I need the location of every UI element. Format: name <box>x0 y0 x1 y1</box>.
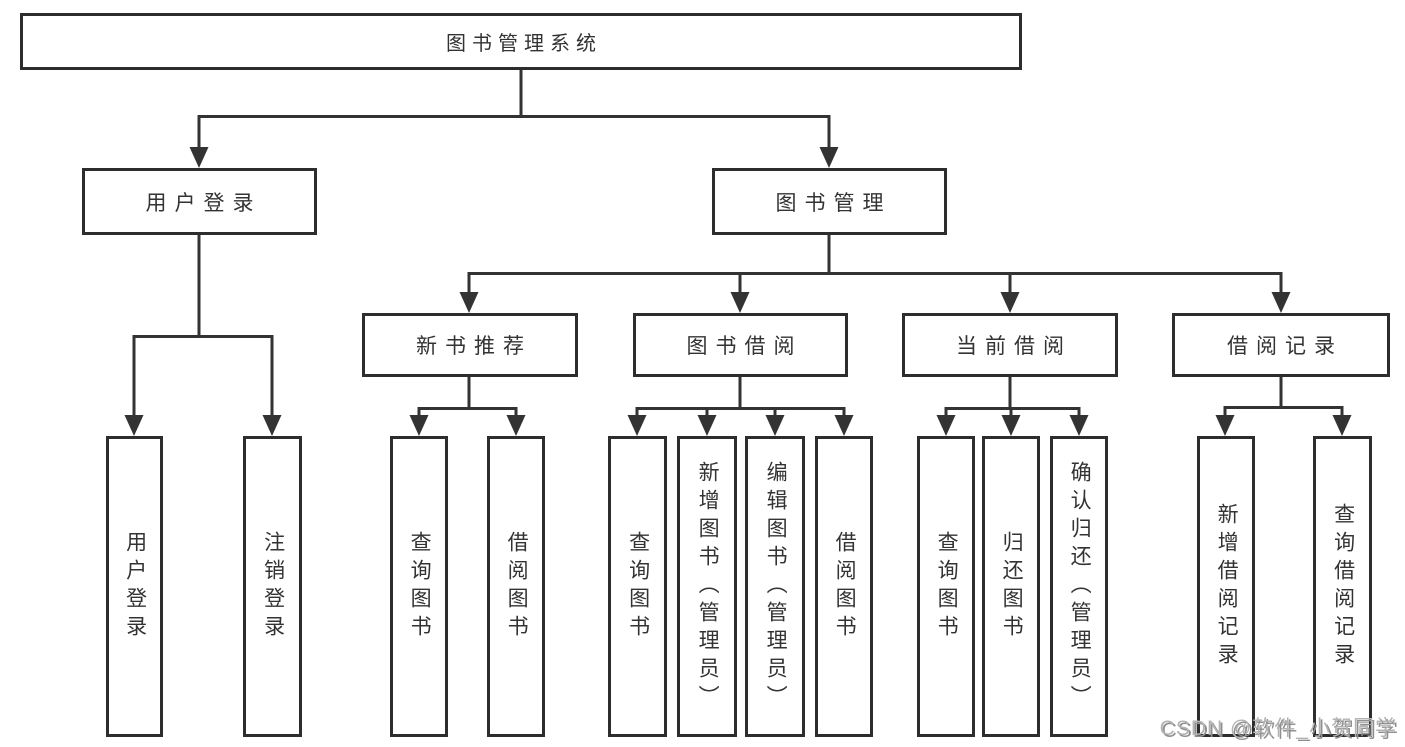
node-label: 新增图书（管理员） <box>696 460 720 713</box>
node-label: 借阅记录 <box>1227 335 1343 358</box>
watermark: CSDN @软件_小贺同学 <box>1159 717 1397 740</box>
node-label: 归还图书 <box>1000 530 1024 643</box>
node-label: 查询图书 <box>626 530 650 643</box>
node-label: 用户登录 <box>123 530 147 643</box>
leaf-query-borrow-record: 查询借阅记录 <box>1313 436 1372 737</box>
node-user-login: 用户登录 <box>82 168 317 235</box>
node-book-borrowing: 图书借阅 <box>633 313 848 377</box>
node-label: 注销登录 <box>261 530 285 643</box>
node-current-borrowing: 当前借阅 <box>902 313 1118 377</box>
leaf-query-book-recommend: 查询图书 <box>390 436 448 737</box>
node-label: 新书推荐 <box>416 335 532 358</box>
arrowheads <box>124 147 1352 436</box>
leaf-add-book-admin: 新增图书（管理员） <box>677 436 737 737</box>
leaf-query-book-borrowing: 查询图书 <box>608 436 667 737</box>
node-label: 确认归还（管理员） <box>1068 460 1092 713</box>
leaf-add-borrow-record: 新增借阅记录 <box>1197 436 1255 737</box>
node-label: 借阅图书 <box>505 530 529 643</box>
node-new-book-recommend: 新书推荐 <box>362 313 578 377</box>
node-label: 查询图书 <box>935 530 959 643</box>
node-label: 借阅图书 <box>833 530 857 643</box>
leaf-edit-book-admin: 编辑图书（管理员） <box>745 436 805 737</box>
leaf-confirm-return-admin: 确认归还（管理员） <box>1050 436 1108 737</box>
node-label: 查询借阅记录 <box>1331 502 1355 671</box>
node-label: 用户登录 <box>145 191 262 215</box>
leaf-user-login: 用户登录 <box>106 436 163 737</box>
node-book-management-system: 图书管理系统 <box>20 13 1022 70</box>
leaf-borrow-book-recommend: 借阅图书 <box>487 436 545 737</box>
node-label: 当前借阅 <box>956 335 1072 358</box>
node-label: 图书借阅 <box>686 335 803 358</box>
node-book-management: 图书管理 <box>712 168 947 235</box>
node-label: 查询图书 <box>408 530 432 643</box>
node-label: 图书管理系统 <box>446 33 602 55</box>
node-label: 图书管理 <box>775 191 892 215</box>
leaf-borrow-book-borrowing: 借阅图书 <box>815 436 873 737</box>
tree-edges <box>132 70 1344 417</box>
leaf-return-book: 归还图书 <box>982 436 1040 737</box>
node-label: 编辑图书（管理员） <box>764 460 788 713</box>
node-borrowing-records: 借阅记录 <box>1172 313 1390 377</box>
node-label: 新增借阅记录 <box>1215 502 1239 671</box>
leaf-logout: 注销登录 <box>243 436 302 737</box>
leaf-query-book-current: 查询图书 <box>917 436 975 737</box>
